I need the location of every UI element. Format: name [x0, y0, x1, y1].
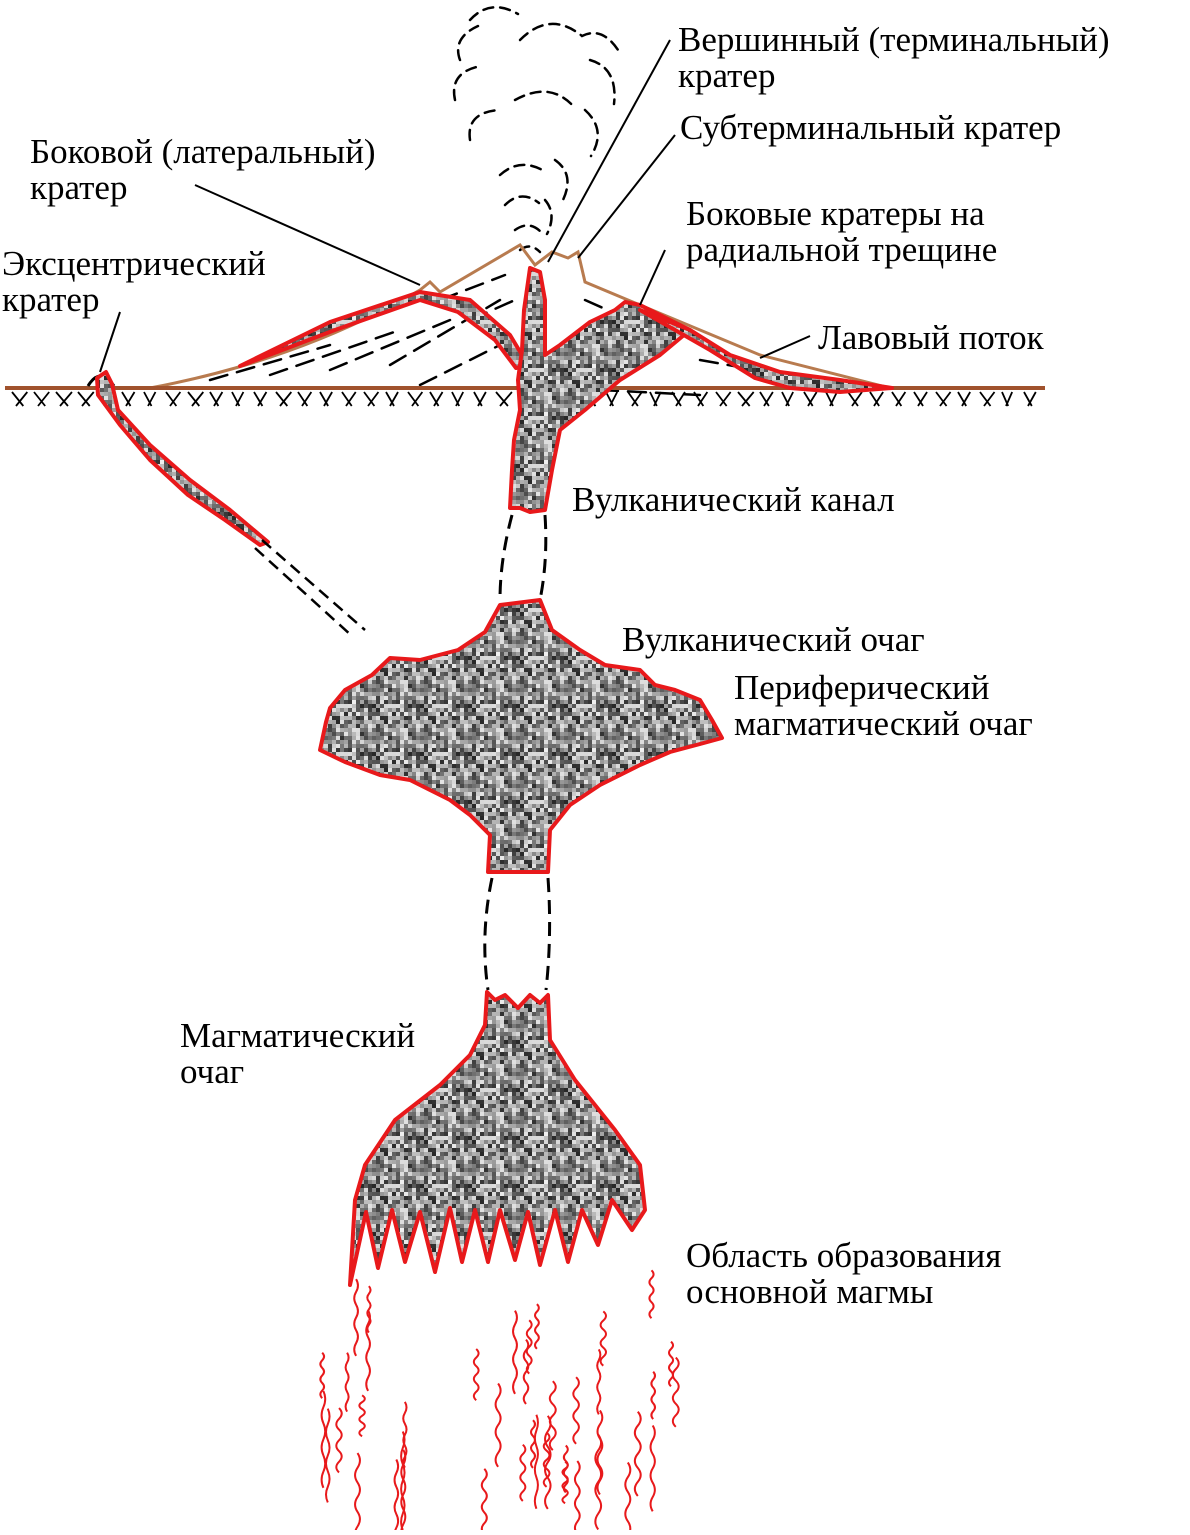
label-eccentric-crater-line2: кратер	[2, 280, 100, 319]
label-volcanic-channel: Вулканический канал	[572, 480, 895, 519]
label-summit-crater-line1: Вершинный (терминальный)	[678, 20, 1110, 59]
label-basic-magma-line2: основной магмы	[686, 1272, 934, 1311]
label-volcanic-chamber: Вулканический очаг	[622, 620, 925, 659]
label-basic-magma-zone: Область образования основной магмы	[686, 1238, 1001, 1310]
dike-dashed-extension	[254, 539, 366, 637]
label-subterminal-crater: Субтерминальный кратер	[680, 108, 1062, 147]
leader-radial-fissure	[639, 249, 666, 306]
label-basic-magma-line1: Область образования	[686, 1236, 1002, 1275]
label-magma-chamber-line2: очаг	[180, 1052, 245, 1091]
magma-chamber	[348, 990, 647, 1287]
leader-lateral-crater	[194, 184, 421, 286]
label-eccentric-crater-line1: Эксцентрический	[2, 244, 266, 283]
conduit-dashed-upper	[498, 514, 548, 601]
label-magma-chamber: Магматический очаг	[180, 1018, 415, 1090]
basic-magma-zone	[319, 1269, 680, 1535]
eccentric-dike	[95, 370, 270, 547]
lateral-crater-vent	[238, 290, 530, 370]
label-summit-crater: Вершинный (терминальный) кратер	[678, 22, 1109, 94]
label-radial-fissure-craters: Боковые кратеры на радиальной трещине	[686, 196, 997, 268]
leader-subterminal-crater	[577, 134, 676, 259]
leader-lines	[99, 39, 811, 373]
label-lateral-crater: Боковой (латеральный) кратер	[30, 134, 376, 206]
label-radial-fissure-line1: Боковые кратеры на	[686, 194, 985, 233]
label-peripheral-line1: Периферический	[734, 668, 990, 707]
label-summit-crater-line2: кратер	[678, 56, 776, 95]
peripheral-chamber	[318, 598, 724, 874]
conduit-dashed-lower	[483, 877, 552, 991]
leader-eccentric-crater	[99, 311, 121, 373]
label-eccentric-crater: Эксцентрический кратер	[2, 246, 266, 318]
label-magma-chamber-line1: Магматический	[180, 1016, 416, 1055]
label-lateral-crater-line2: кратер	[30, 168, 128, 207]
leader-lava-flow	[759, 335, 811, 359]
label-radial-fissure-line2: радиальной трещине	[686, 230, 998, 269]
central-conduit	[508, 266, 692, 514]
label-peripheral-line2: магматический очаг	[734, 704, 1033, 743]
label-lava-flow: Лавовый поток	[818, 318, 1044, 357]
label-peripheral-chamber: Периферический магматический очаг	[734, 670, 1033, 742]
label-lateral-crater-line1: Боковой (латеральный)	[30, 132, 376, 171]
eruption-cloud	[452, 6, 620, 254]
leader-summit-crater	[547, 39, 671, 263]
lava-flow	[638, 308, 894, 394]
